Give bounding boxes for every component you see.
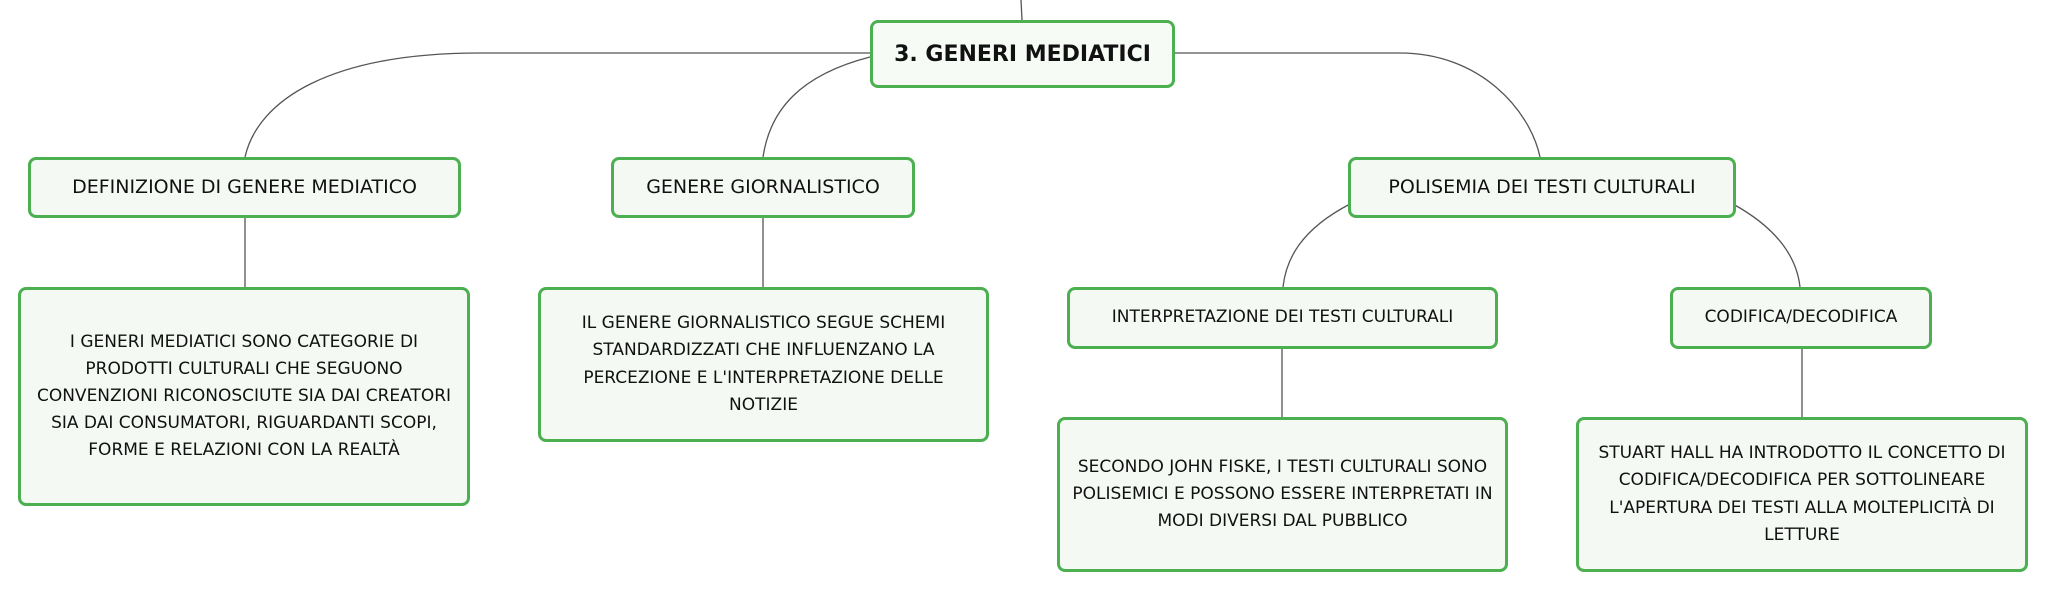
node-interpretazione-detail[interactable]: SECONDO JOHN FISKE, I TESTI CULTURALI SO…: [1057, 417, 1508, 572]
node-giornalistico-detail-text: IL GENERE GIORNALISTICO SEGUE SCHEMI STA…: [581, 313, 946, 415]
root-node-label: 3. GENERI MEDIATICI: [894, 41, 1151, 67]
node-codifica-decodifica[interactable]: CODIFICA/DECODIFICA: [1670, 287, 1932, 349]
connector-root-to-definizione: [244, 52, 870, 158]
node-codifica-label: CODIFICA/DECODIFICA: [1704, 307, 1898, 328]
node-interpretazione-detail-text: SECONDO JOHN FISKE, I TESTI CULTURALI SO…: [1072, 456, 1493, 532]
connector-polisemia-to-interpretazione: [1282, 203, 1351, 288]
node-codifica-detail-text: STUART HALL HA INTRODOTTO IL CONCETTO DI…: [1598, 443, 2006, 545]
node-definizione-genere-mediatico[interactable]: DEFINIZIONE DI GENERE MEDIATICO: [28, 157, 461, 218]
node-interpretazione-label: INTERPRETAZIONE DEI TESTI CULTURALI: [1111, 307, 1454, 328]
root-node[interactable]: 3. GENERI MEDIATICI: [870, 20, 1175, 88]
connector-root-to-giornalistico: [762, 56, 871, 158]
node-polisemia-testi-culturali[interactable]: POLISEMIA DEI TESTI CULTURALI: [1348, 157, 1736, 218]
node-giornalistico-label: GENERE GIORNALISTICO: [646, 176, 880, 199]
connector-parent-to-root: [1020, 0, 1023, 21]
node-giornalistico-detail[interactable]: IL GENERE GIORNALISTICO SEGUE SCHEMI STA…: [538, 287, 989, 442]
node-definizione-detail-text: I GENERI MEDIATICI SONO CATEGORIE DI PRO…: [36, 331, 452, 461]
connector-polisemia-to-codifica: [1732, 203, 1801, 288]
node-polisemia-label: POLISEMIA DEI TESTI CULTURALI: [1388, 176, 1696, 199]
node-definizione-detail[interactable]: I GENERI MEDIATICI SONO CATEGORIE DI PRO…: [18, 287, 470, 506]
node-genere-giornalistico[interactable]: GENERE GIORNALISTICO: [611, 157, 915, 218]
connector-root-to-polisemia: [1173, 52, 1541, 158]
node-definizione-label: DEFINIZIONE DI GENERE MEDIATICO: [72, 176, 417, 199]
node-codifica-detail[interactable]: STUART HALL HA INTRODOTTO IL CONCETTO DI…: [1576, 417, 2028, 572]
node-interpretazione-testi-culturali[interactable]: INTERPRETAZIONE DEI TESTI CULTURALI: [1067, 287, 1498, 349]
